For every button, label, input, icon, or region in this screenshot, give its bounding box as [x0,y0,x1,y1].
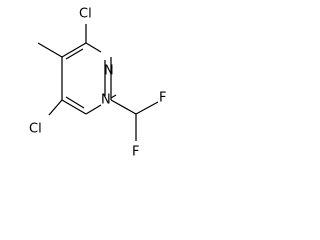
molecule-structure: Cl N N Cl F F [29,7,166,160]
bond-c1-n-lower [85,104,102,115]
bond-c4-c5 [61,42,87,58]
atom-f-top: F [159,91,166,106]
bond-c4-c5-double [65,48,84,60]
atom-n-lower: N [101,93,111,108]
atom-cl-top: Cl [79,7,92,22]
atom-cl-bottom: Cl [29,122,42,137]
bond-c5-methyl [37,42,63,58]
atom-f-bottom: F [132,145,139,160]
bond-n-lower-c2 [110,94,117,99]
bond-n-upper-c4 [85,42,102,53]
bond-c6-c1 [61,99,87,115]
bond-c6-c1-double [65,96,85,109]
atom-n-upper: N [104,64,114,79]
bond-c2-chf2 [110,99,137,115]
bond-c1-cl [48,99,63,116]
bond-chf2-f-top [135,101,159,115]
